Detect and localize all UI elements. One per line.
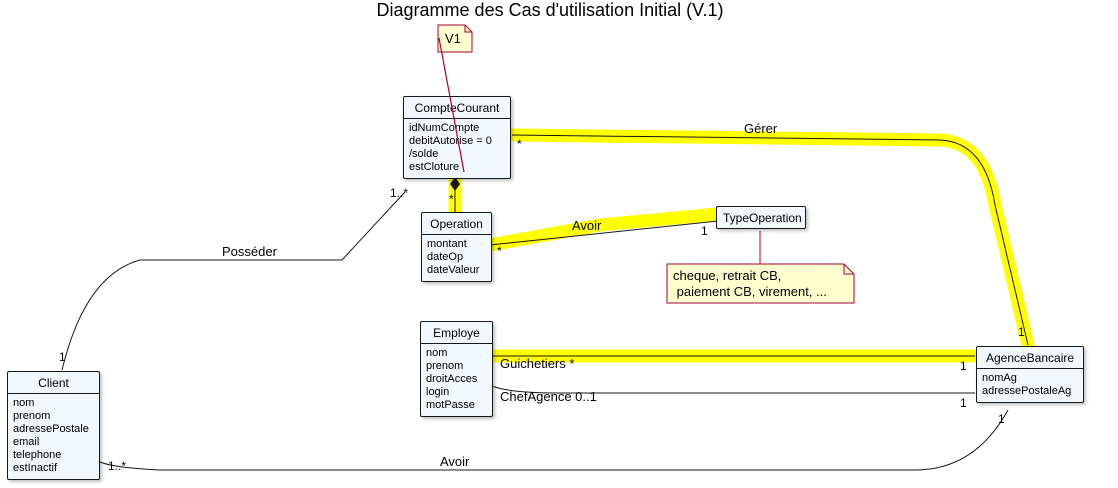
note-line: cheque, retrait CB,	[673, 268, 782, 283]
attribute: dateValeur	[427, 264, 480, 276]
line-chef-agence	[491, 385, 975, 394]
class-name: Client	[8, 372, 99, 394]
attribute: nom	[13, 397, 35, 409]
highlight-avoir-type	[483, 207, 725, 252]
note-type-operation: cheque, retrait CB, paiement CB, viremen…	[673, 268, 827, 300]
class-type-operation[interactable]: TypeOperation	[716, 206, 806, 229]
attribute: debitAutorise = 0	[409, 135, 492, 147]
line-gerer	[511, 134, 1029, 346]
attribute: nomAg	[982, 372, 1017, 384]
attribute: estCloture	[409, 161, 460, 173]
line-avoir-type	[489, 220, 719, 246]
mult-composition-operation: *	[449, 192, 454, 206]
label-avoir-client: Avoir	[440, 454, 470, 469]
composition-diamond	[450, 177, 460, 191]
class-name: Operation	[422, 213, 491, 235]
attribute: idNumCompte	[409, 122, 480, 134]
label-chef-agence: ChefAgence 0..1	[500, 389, 597, 404]
highlight-strokes	[448, 128, 1035, 363]
label-gerer: Gérer	[744, 121, 778, 136]
line-avoir-client	[99, 409, 1009, 471]
highlight-gerer	[505, 128, 1035, 352]
class-name: AgenceBancaire	[977, 347, 1083, 369]
mult-avoir-client-agence: 1	[998, 412, 1005, 426]
attribute: dateOp	[427, 251, 464, 263]
association-strokes	[61, 134, 1029, 471]
attribute: /solde	[409, 148, 439, 160]
class-employe[interactable]: Employe nom prenom droitAcces login motP…	[420, 321, 493, 417]
attribute: droitAcces	[426, 373, 478, 385]
class-name: CompteCourant	[404, 97, 510, 119]
line-posseder	[61, 191, 406, 371]
label-guichetiers: Guichetiers *	[500, 356, 575, 371]
attribute: prenom	[13, 410, 51, 422]
note-type-operation-shape	[666, 263, 855, 304]
class-name: TypeOperation	[723, 211, 802, 225]
class-compte-courant[interactable]: CompteCourant idNumCompte debitAutorise …	[403, 96, 511, 179]
mult-avoir-client-client: 1..*	[108, 459, 127, 473]
mult-avoir-type-operation: *	[497, 244, 502, 258]
mult-chef-agence-agence: 1	[960, 396, 967, 410]
attribute: estInactif	[13, 462, 58, 474]
attribute: montant	[427, 238, 467, 250]
class-name: Employe	[421, 322, 492, 344]
mult-guichetiers-agence: 1	[960, 359, 967, 373]
attribute: adressePostale	[13, 423, 89, 435]
mult-gerer-compte: *	[517, 137, 522, 151]
label-posseder: Posséder	[222, 244, 277, 259]
mult-gerer-agence: 1	[1018, 325, 1025, 339]
mult-avoir-type-type: 1	[701, 224, 708, 238]
class-agence-bancaire[interactable]: AgenceBancaire nomAg adressePostaleAg	[976, 346, 1084, 403]
class-operation[interactable]: Operation montant dateOp dateValeur	[421, 212, 492, 282]
note-line: paiement CB, virement, ...	[673, 284, 827, 299]
attribute: motPasse	[426, 399, 475, 411]
class-client[interactable]: Client nom prenom adressePostale email t…	[7, 371, 100, 480]
mult-posseder-client: 1	[59, 350, 66, 364]
note-v1: V1	[445, 31, 461, 46]
attribute: prenom	[426, 360, 464, 372]
attribute: email	[13, 436, 40, 448]
attribute: login	[426, 386, 450, 398]
label-avoir-type: Avoir	[572, 218, 602, 233]
diagram-title: Diagramme des Cas d'utilisation Initial …	[376, 0, 724, 20]
mult-posseder-compte: 1..*	[390, 186, 409, 200]
attribute: adressePostaleAg	[982, 385, 1072, 397]
attribute: telephone	[13, 449, 62, 461]
attribute: nom	[426, 347, 448, 359]
